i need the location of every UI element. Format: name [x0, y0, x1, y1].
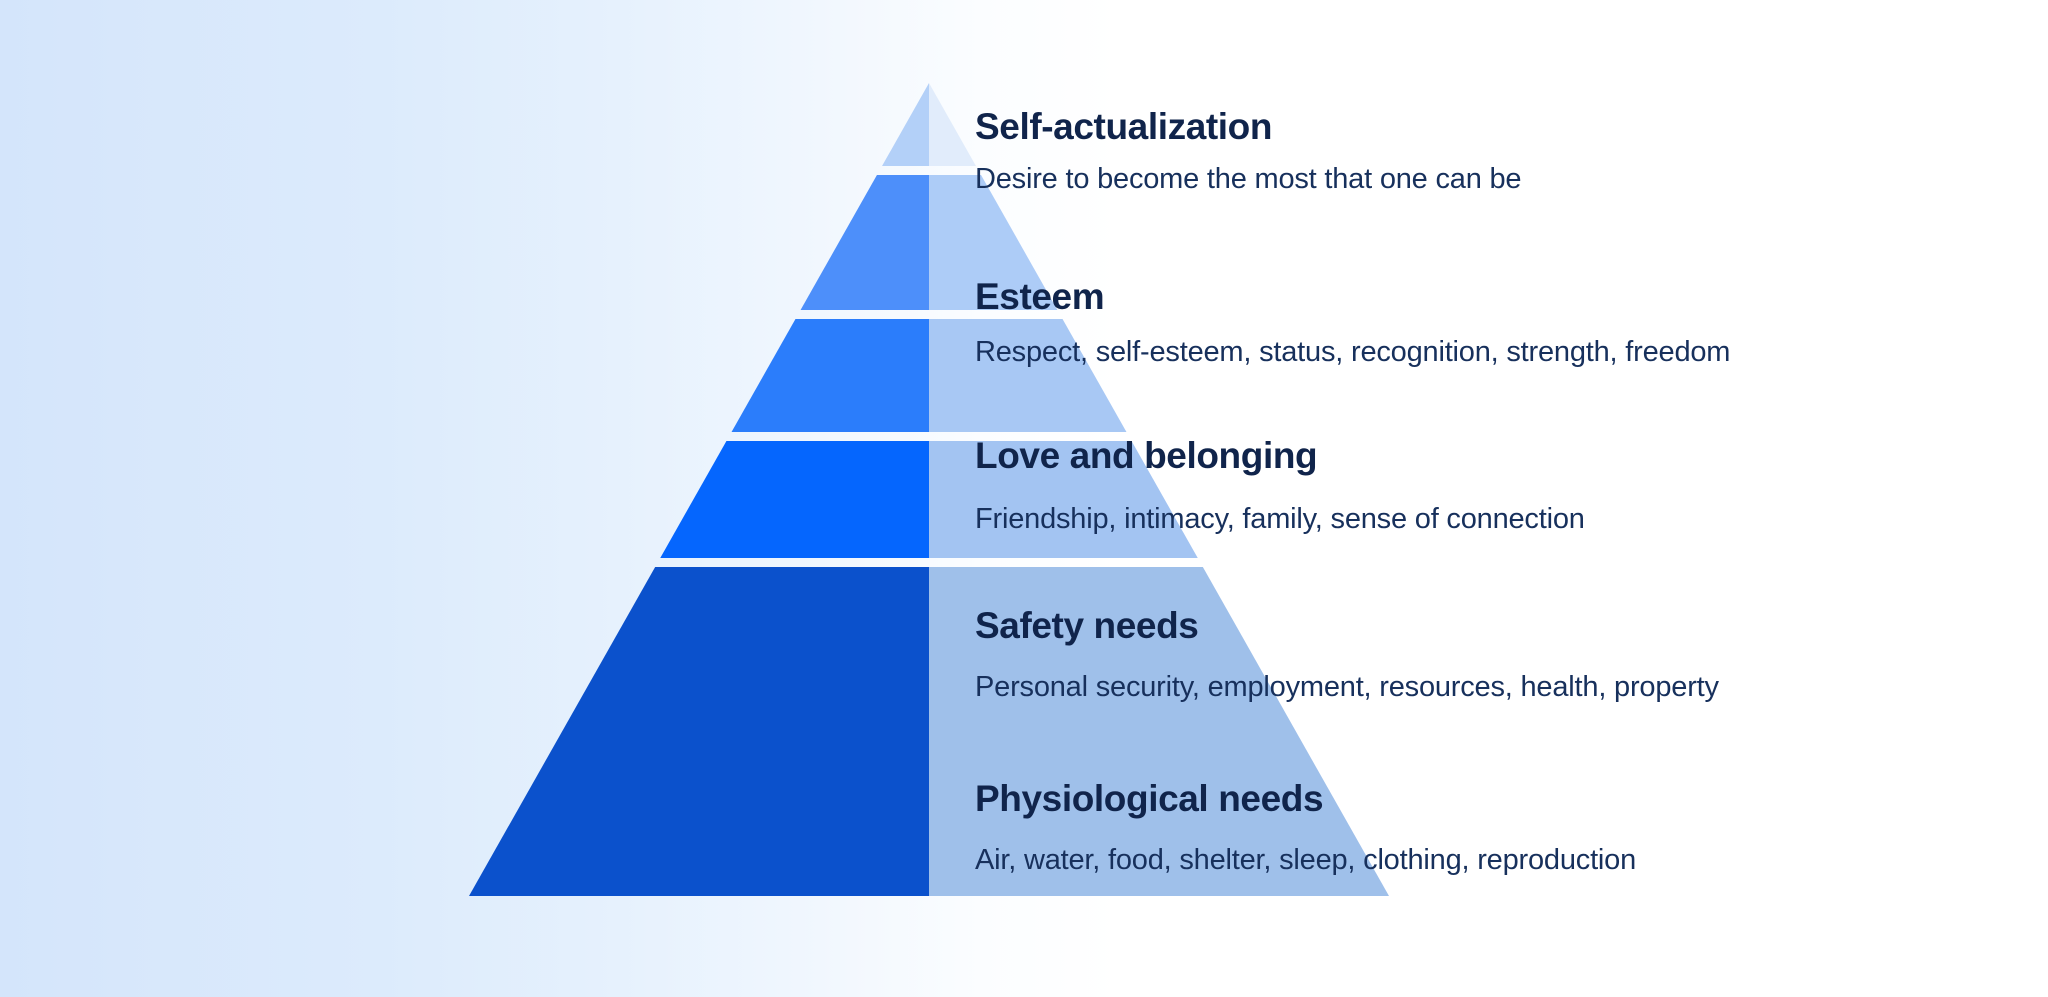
- pyramid-tier-left-4: [469, 567, 929, 896]
- tier-title-2: Love and belonging: [975, 435, 1318, 476]
- pyramid-tier-right-4: [929, 567, 1389, 896]
- pyramid-tier-right-1: [929, 175, 1058, 310]
- pyramid-tier-right-2: [929, 319, 1127, 432]
- pyramid-tier-left-0: [882, 83, 929, 166]
- tier-title-3: Safety needs: [975, 605, 1199, 646]
- pyramid-tier-right-3: [929, 441, 1198, 558]
- tier-description-3: Personal security, employment, resources…: [975, 670, 1719, 703]
- pyramid-tier-left-2: [731, 319, 929, 432]
- tier-title-4: Physiological needs: [975, 778, 1324, 819]
- tier-title-1: Esteem: [975, 276, 1105, 317]
- tier-description-4: Air, water, food, shelter, sleep, clothi…: [975, 843, 1637, 876]
- tier-description-2: Friendship, intimacy, family, sense of c…: [975, 502, 1585, 535]
- pyramid-tier-left-1: [800, 175, 929, 310]
- pyramid-tier-left-3: [660, 441, 929, 558]
- tier-description-0: Desire to become the most that one can b…: [975, 162, 1522, 195]
- tier-description-1: Respect, self-esteem, status, recognitio…: [975, 335, 1731, 368]
- tier-title-0: Self-actualization: [975, 106, 1273, 147]
- pyramid-tier-right-0: [929, 83, 976, 166]
